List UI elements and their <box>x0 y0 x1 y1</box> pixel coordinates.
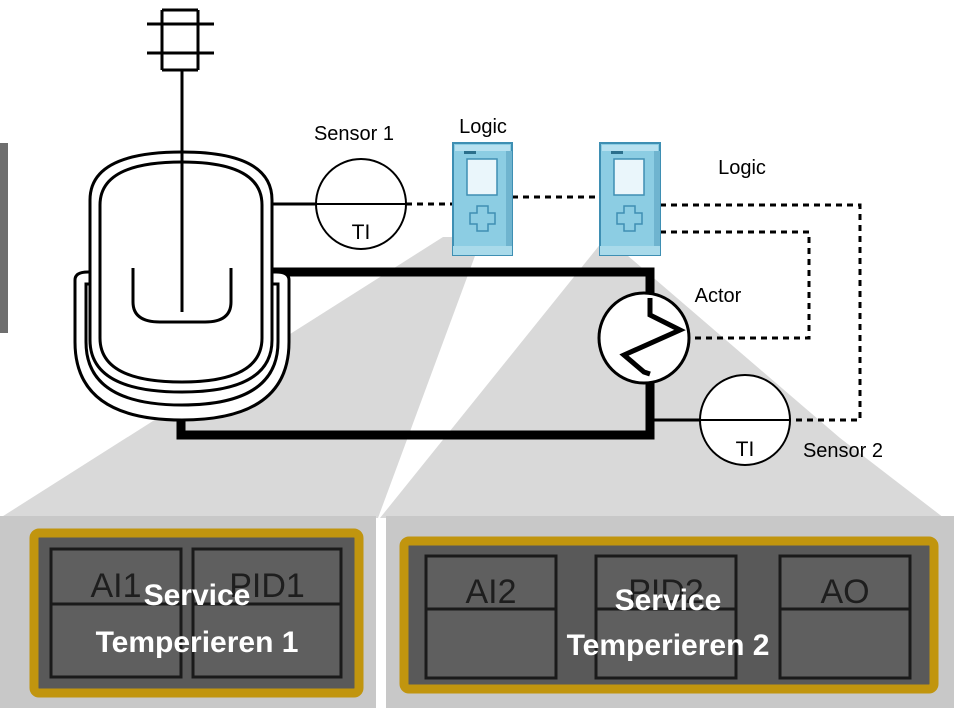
module-box <box>778 554 912 680</box>
sensor-1-label: Sensor 1 <box>314 123 394 145</box>
service-title: Service <box>144 579 251 612</box>
plc-1-screen <box>466 158 498 196</box>
plc-2-screen <box>613 158 645 196</box>
service-title: Temperieren 1 <box>96 626 299 659</box>
plc-1-bottom <box>453 246 512 255</box>
logic-2-label: Logic <box>718 157 766 179</box>
plc-1-keypad <box>469 205 496 232</box>
service-panel-1: AI1 PID1 Service Temperieren 1 <box>0 516 376 708</box>
actor-label: Actor <box>695 285 742 307</box>
signal-logic2-actor <box>660 230 811 340</box>
module-label: PID2 <box>628 573 704 611</box>
plc-1-side <box>506 151 512 251</box>
plc-2-top-strip <box>602 145 658 151</box>
sensor-2-label: Sensor 2 <box>803 440 883 462</box>
sensor-1-tag: TI <box>352 221 371 244</box>
module-box <box>191 547 343 679</box>
plc-2-led <box>611 151 623 154</box>
heat-exchanger-icon <box>597 291 691 385</box>
plc-1-led <box>464 151 476 154</box>
module-box <box>49 547 183 679</box>
heating-loop-pipe <box>176 267 655 440</box>
plc-icon <box>452 142 513 256</box>
logic-1-label: Logic <box>459 116 507 138</box>
heat-exchanger-circle[interactable] <box>597 291 691 385</box>
module-box <box>594 554 738 680</box>
signal-lines <box>406 195 862 422</box>
module-label: PID1 <box>229 567 305 605</box>
temperature-sensor-icon: TI <box>650 374 791 466</box>
service-title: Service <box>615 584 722 617</box>
plc-icon <box>599 142 661 256</box>
module-label: AI2 <box>465 573 516 611</box>
module-box <box>424 554 558 680</box>
temperature-sensor-icon: TI <box>272 158 407 250</box>
plc-2-keypad <box>616 205 643 232</box>
pipe-top <box>272 267 655 298</box>
heat-exchanger-coil <box>619 298 686 377</box>
service-panel-2: AI2 PID2 AO Service Temperieren 2 <box>386 516 954 708</box>
module-label: AO <box>820 573 869 611</box>
left-edge-bar <box>0 143 8 333</box>
pipe-bottom <box>176 374 655 440</box>
module-label: AI1 <box>90 567 141 605</box>
agitator-motor-icon <box>131 8 233 324</box>
signal-logic2-sensor2 <box>660 203 862 422</box>
plc-2-side <box>654 151 660 251</box>
plc-1-top-strip <box>455 145 510 151</box>
service-title: Temperieren 2 <box>567 629 770 662</box>
sensor-2-tag: TI <box>736 438 755 461</box>
agitator-impeller <box>131 268 233 324</box>
plc-2-bottom <box>600 246 660 255</box>
